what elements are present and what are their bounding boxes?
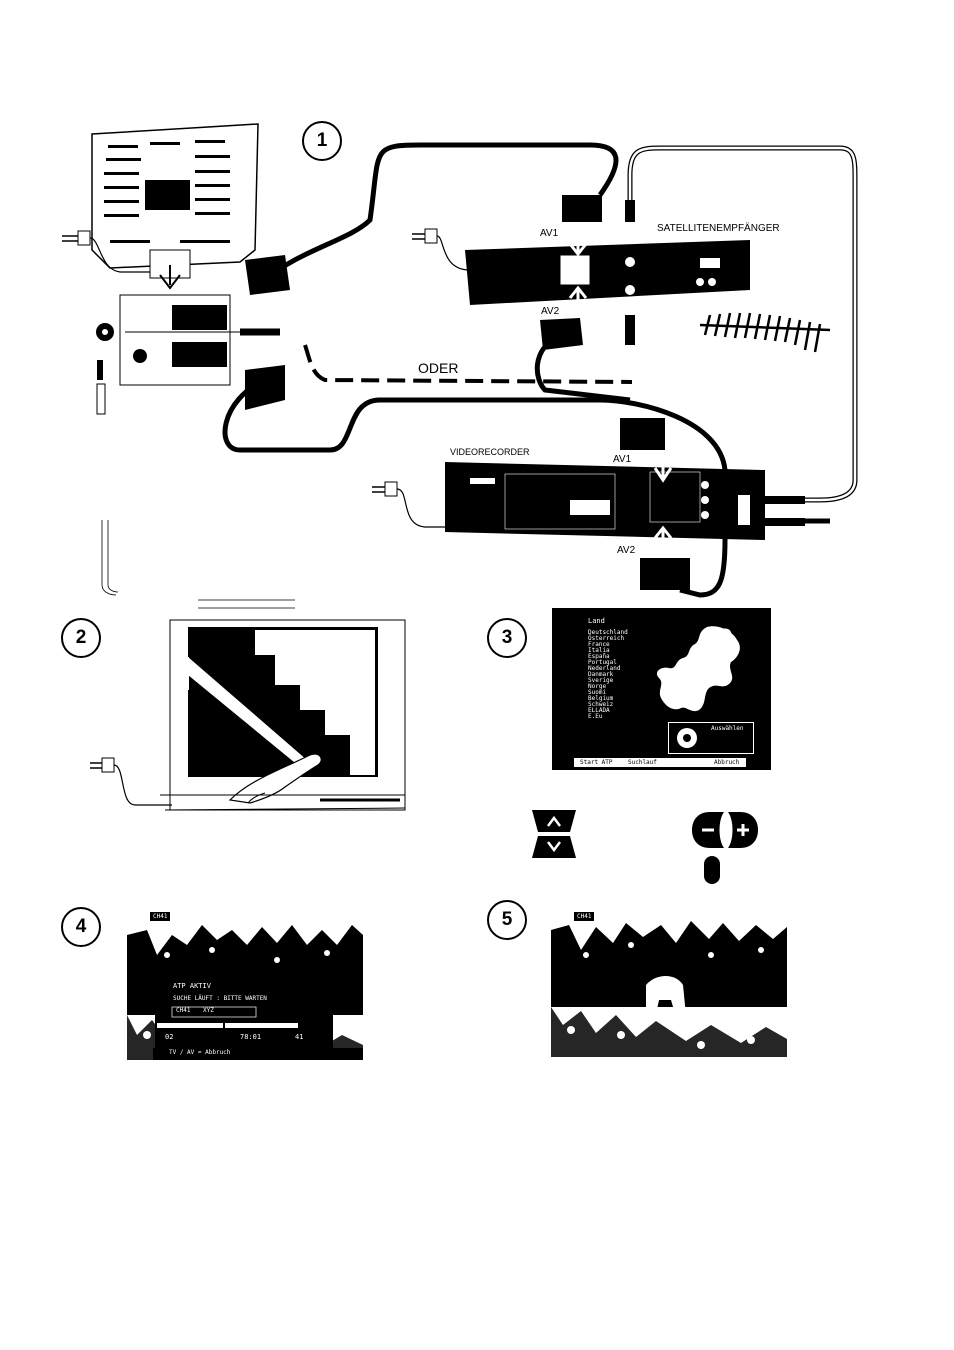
list-item: España [588,653,610,660]
up-down-buttons-icon [532,810,576,858]
atp-search-text: SUCHE LÄUFT : BITTE WARTEN [173,995,267,1002]
label-av2-satellite: AV2 [541,306,560,317]
horses-image [551,915,787,1057]
tv-power-on-illustration [90,599,406,811]
select-hint-label: Auswählen [711,725,744,732]
list-item: Belgium [588,695,614,702]
label-av2-vcr: AV2 [617,545,636,556]
list-item: Nederland [588,665,621,672]
label-av1-satellite: AV1 [540,228,559,239]
atp-footer: TV / AV = Abbruch [169,1049,231,1056]
search-label: Suchlauf [628,759,657,766]
satellite-receiver-icon [465,236,750,305]
mains-plug-icon [62,230,150,273]
list-item: ELLADA [588,707,610,714]
hand-icon [228,753,322,804]
list-item: Schweiz [588,701,614,708]
label-videorecorder: VIDEORECORDER [450,447,530,457]
cancel-label: Abbruch [714,759,740,766]
tv-connector-panel [96,294,280,415]
atp-channel-name: XYZ [203,1007,214,1014]
start-atp-label: Start ATP [580,759,613,766]
atp-range-from: 02 [165,1033,174,1041]
step-5-number: 5 [487,900,527,940]
list-item: Portugal [588,659,617,666]
atp-status-text: ATP AKTIV [173,982,211,990]
country-menu-footer: Start ATP Suchlauf Abbruch [574,758,746,767]
step-1-number: 1 [302,121,342,161]
list-item: Italia [588,647,610,654]
label-oder: ODER [418,360,459,376]
list-item: Danmark [588,671,614,678]
atp-frequency: 78:01 [240,1033,262,1041]
country-list: Deutschland Österreich France Italia Esp… [588,630,628,720]
tv-back-icon [91,123,259,290]
final-tv-screen: CH41 [551,911,787,1057]
step-4-number: 4 [61,907,101,947]
channel-badge: CH41 [573,911,596,922]
list-item: E.Eu [588,713,603,720]
list-item: Deutschland [588,629,628,636]
europe-map-icon [656,626,740,712]
list-item: Suomi [588,689,607,696]
minus-plus-buttons-icon [692,812,758,848]
antenna-icon [699,312,831,353]
videorecorder-icon [445,458,765,548]
atp-channel-label: CH41 [176,1007,191,1014]
ok-button-icon [704,856,720,884]
list-item: Sverige [588,677,614,684]
atp-search-screen: CH41 ATP AKTIV SUCHE LÄUFT : BITTE WARTE… [127,911,363,1060]
country-menu-title: Land [588,617,605,625]
step-2-number: 2 [61,618,101,658]
list-item: Norge [588,683,607,690]
atp-range-to: 41 [295,1033,304,1041]
label-satellite-receiver: SATELLITENEMPFÄNGER [657,223,780,234]
horses-image [127,915,363,1060]
step-3-number: 3 [487,618,527,658]
navigation-pad-icon [677,728,697,748]
list-item: France [588,641,610,648]
channel-badge: CH41 [149,911,172,922]
select-hint-box: Auswählen [668,722,754,754]
country-select-screen: Land Deutschland Österreich France Itali… [552,608,771,770]
label-av1-vcr: AV1 [613,454,632,465]
connection-diagram [62,123,858,598]
list-item: Österreich [588,635,625,642]
